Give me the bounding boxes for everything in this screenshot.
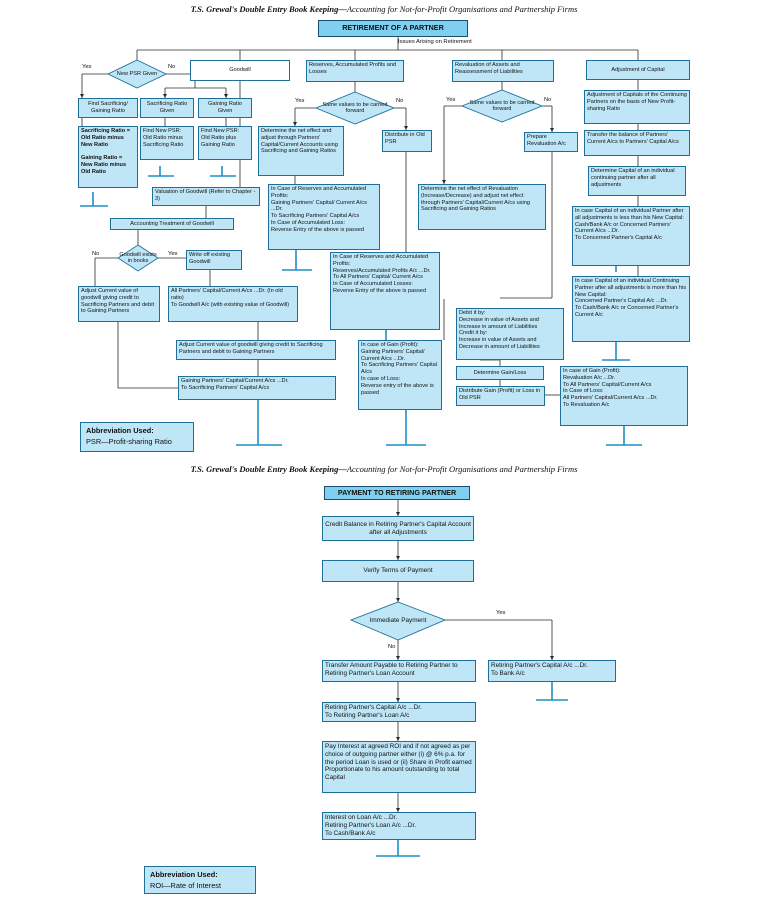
payment-no-label: No: [388, 644, 396, 650]
prepare-revaluation: Prepare Revaluation A/c: [524, 132, 578, 152]
payment-step-interest-entry: Interest on Loan A/c ...Dr. Retiring Par…: [322, 812, 476, 840]
reserves-head: Reserves, Accumulated Profits and Losses: [306, 60, 404, 82]
payment-yes-label: Yes: [496, 610, 506, 616]
payment-step-loan-entry: Retiring Partner's Capital A/c ...Dr. To…: [322, 702, 476, 722]
capital-step-2: Transfer the balance of Partners' Curren…: [584, 130, 690, 156]
abbreviation-head-1: Abbreviation Used:: [86, 426, 154, 435]
issues-label: Issues Arising on Retirement: [398, 39, 472, 45]
psr-yes-label: Yes: [82, 64, 92, 70]
revaluation-entry-reval: In case of Gain (Profit): Revaluation A/…: [560, 366, 688, 426]
reserves-entry-old: In Case of Reserves and Accumulated Prof…: [330, 252, 440, 330]
ratio-formula-box: Sacrificing Ratio = Old Ratio minus New …: [78, 126, 138, 188]
distribute-gain-loss: Distribute Gain (Profit) or Loss in Old …: [456, 386, 545, 406]
immediate-payment-decision: Immediate Payment: [369, 617, 427, 625]
header-subtitle-2: Accounting for Not-for-Profit Organisati…: [346, 464, 578, 474]
revaluation-no-label: No: [544, 97, 552, 103]
payment-step-transfer: Transfer Amount Payable to Retiring Part…: [322, 660, 476, 682]
goodwill-entry-all: All Partners' Capital/Current A/cs ...Dr…: [168, 286, 298, 322]
capital-step-3: Determine Capital of an individual conti…: [588, 166, 686, 196]
gaining-given-box: Gaining Ratio Given: [198, 98, 252, 118]
abbreviation-box-1: Abbreviation Used: PSR—Profit-sharing Ra…: [80, 422, 194, 452]
reserves-no-label: No: [396, 98, 404, 104]
capital-step-1: Adjustment of Capitals of the Continuing…: [584, 90, 690, 124]
payment-step-verify: Verify Terms of Payment: [322, 560, 474, 582]
sacrificing-given-box: Sacrificing Ratio Given: [140, 98, 194, 118]
page-header-1: T.S. Grewal's Double Entry Book Keeping—…: [0, 4, 768, 14]
goodwill-valuation: Valuation of Goodwill (Refer to Chapter …: [152, 187, 260, 206]
goodwill-no-label: No: [92, 251, 100, 257]
goodwill-entry-gaining: Gaining Partners' Capital/Current A/cs .…: [178, 376, 336, 400]
header-book-title: T.S. Grewal's Double Entry Book Keeping—: [190, 4, 347, 14]
reserves-decision: Same values to be carried forward: [322, 101, 388, 114]
reserves-distribute: Distribute in Old PSR: [382, 130, 432, 152]
goodwill-head: Goodwill: [190, 60, 290, 81]
revaluation-head: Revaluation of Assets and Reassessment o…: [452, 60, 554, 82]
reserves-determine: Determine the net effect and adjust thro…: [258, 126, 344, 176]
adjust-goodwill-left: Adjust Current value of goodwill giving …: [78, 286, 160, 322]
revaluation-decision: Same values to be carried forward: [469, 99, 535, 112]
revaluation-entry-gain: In case of Gain (Profit): Gaining Partne…: [358, 340, 442, 410]
goodwill-decision: Goodwill exists in books: [119, 251, 157, 264]
revaluation-debit-credit: Debit it by: Decrease in value of Assets…: [456, 308, 564, 360]
capital-entry-less: In case Capital of an individual Partner…: [572, 206, 690, 266]
abbreviation-text-1: PSR—Profit-sharing Ratio: [86, 436, 172, 446]
capital-head: Adjustment of Capital: [586, 60, 690, 80]
page-header-2: T.S. Grewal's Double Entry Book Keeping—…: [0, 464, 768, 474]
retirement-title: RETIREMENT OF A PARTNER: [318, 20, 468, 37]
header-subtitle: Accounting for Not-for-Profit Organisati…: [346, 4, 578, 14]
determine-gain-loss: Determine Gain/Loss: [456, 366, 544, 380]
goodwill-yes-label: Yes: [168, 251, 178, 257]
abbreviation-box-2: Abbreviation Used: ROI—Rate of Interest: [144, 866, 256, 894]
psr-no-label: No: [168, 64, 176, 70]
header-book-title-2: T.S. Grewal's Double Entry Book Keeping—: [190, 464, 347, 474]
psr-decision: New PSR Given: [116, 70, 158, 77]
revaluation-yes-label: Yes: [446, 97, 456, 103]
formula-a: Old Ratio minus New Ratio: [81, 134, 124, 148]
capital-entry-more: In case Capital of an individual Continu…: [572, 276, 690, 342]
reserves-entry-net: In Case of Reserves and Accumulated Prof…: [268, 184, 380, 250]
formula-b: Gaining Ratio = New Ratio minus Old Rati…: [81, 155, 127, 175]
write-off-goodwill: Write off existing Goodwill: [186, 250, 242, 270]
find-new-psr-sacrificing: Find New PSR: Old Ratio minus Sacrificin…: [140, 126, 194, 160]
goodwill-treatment: Accounting Treatment of Goodwill: [110, 218, 234, 230]
payment-step-interest: Pay Interest at agreed ROI and if not ag…: [322, 741, 476, 793]
abbreviation-text-2: ROI—Rate of Interest: [150, 880, 222, 890]
revaluation-determine: Determine the net effect of Revaluation …: [418, 184, 546, 230]
adjust-goodwill-mid: Adjust Current value of goodwill giving …: [176, 340, 336, 360]
payment-immediate-entry: Retiring Partner's Capital A/c ...Dr. To…: [488, 660, 616, 682]
abbreviation-head-2: Abbreviation Used:: [150, 870, 218, 879]
find-ratio-box: Find Sacrificing/ Gaining Ratio: [78, 98, 138, 118]
payment-title: PAYMENT TO RETIRING PARTNER: [324, 486, 470, 500]
reserves-yes-label: Yes: [295, 98, 305, 104]
find-new-psr-gaining: Find New PSR: Old Ratio plus Gaining Rat…: [198, 126, 252, 160]
payment-step-credit-balance: Credit Balance in Retiring Partner's Cap…: [322, 516, 474, 541]
